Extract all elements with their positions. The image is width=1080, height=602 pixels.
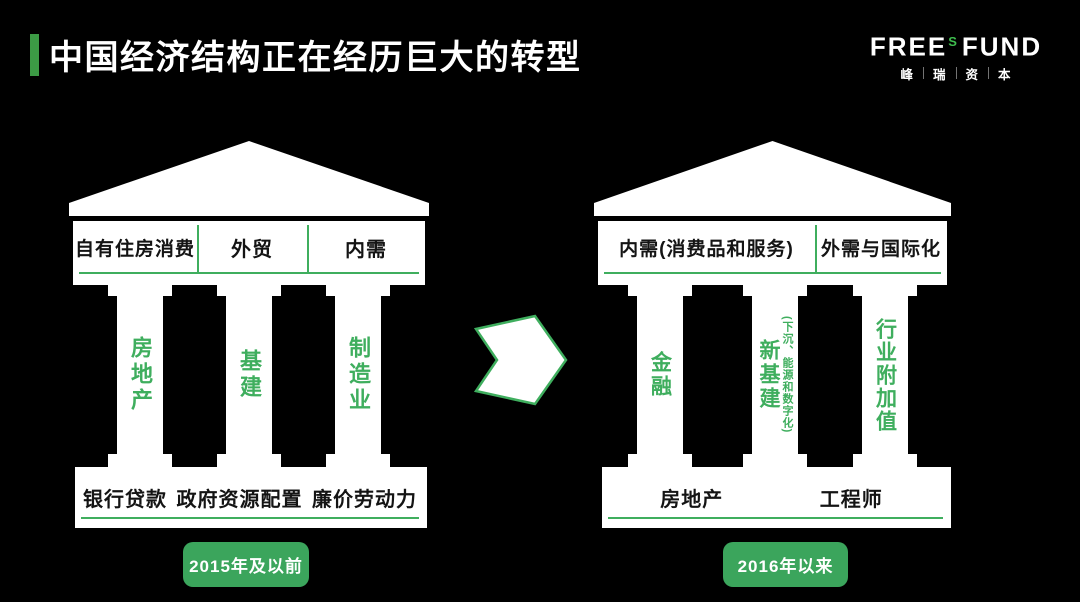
base-item: 廉价劳动力 bbox=[312, 489, 417, 511]
logo-cn-char: 本 bbox=[998, 67, 1012, 82]
entablature-cell: 外需与国际化 bbox=[820, 238, 941, 260]
pillar-shaft: 金融 bbox=[637, 296, 683, 454]
logo-divider bbox=[922, 67, 924, 80]
pillar-manufacturing: 制造业 bbox=[326, 285, 390, 467]
pillar-base bbox=[853, 454, 917, 467]
base-item: 房地产 bbox=[660, 489, 724, 511]
pillar-sublabel: (下沉、能源和数字化) bbox=[781, 316, 793, 434]
pillar-capital bbox=[217, 285, 281, 296]
entablature-cell: 自有住房消费 bbox=[74, 238, 195, 260]
entablature-underline bbox=[604, 271, 941, 274]
entablature-divider bbox=[815, 225, 817, 272]
right-temple-roof-icon bbox=[594, 141, 951, 203]
entablature-cell: 内需(消费品和服务) bbox=[619, 238, 794, 260]
period-badge-2016: 2016年以来 bbox=[723, 542, 848, 587]
pillar-shaft: 新基建 (下沉、能源和数字化) bbox=[752, 296, 798, 454]
header: 中国经济结构正在经历巨大的转型 bbox=[30, 30, 582, 79]
pillar-base bbox=[743, 454, 807, 467]
pillar-label: 基建 bbox=[237, 349, 262, 401]
pillar-label: 新基建 bbox=[757, 338, 780, 411]
page-title: 中国经济结构正在经历巨大的转型 bbox=[49, 39, 582, 77]
logo-brand-left: FREE bbox=[869, 31, 948, 62]
pillar-base bbox=[628, 454, 692, 467]
right-temple-base: 房地产 工程师 bbox=[602, 467, 951, 528]
logo-brand-right: FUND bbox=[961, 31, 1043, 62]
right-temple-cornice bbox=[594, 203, 951, 216]
base-item: 银行贷款 bbox=[83, 489, 167, 511]
pillar-industry-value-added: 行业附加值 bbox=[853, 285, 917, 467]
pillar-shaft: 行业附加值 bbox=[862, 296, 908, 454]
base-item: 工程师 bbox=[819, 489, 883, 511]
pillar-base bbox=[217, 454, 281, 467]
entablature-divider bbox=[197, 225, 199, 272]
pillar-capital bbox=[853, 285, 917, 296]
entablature-cell: 外贸 bbox=[231, 238, 273, 261]
base-item: 政府资源配置 bbox=[176, 489, 303, 511]
left-temple-roof-icon bbox=[69, 141, 429, 203]
logo-divider bbox=[955, 67, 957, 80]
base-underline bbox=[81, 516, 419, 519]
pillar-label: 行业附加值 bbox=[873, 317, 897, 433]
title-accent-bar bbox=[30, 33, 39, 76]
logo-cn-char: 瑞 bbox=[932, 67, 947, 82]
pillar-finance: 金融 bbox=[628, 285, 692, 467]
period-badge-2015: 2015年及以前 bbox=[183, 542, 309, 587]
pillar-shaft: 基建 bbox=[226, 296, 272, 454]
base-underline bbox=[608, 516, 943, 519]
logo-chinese-name: 峰 瑞 资 本 bbox=[866, 64, 1046, 83]
logo-brand-superscript: S bbox=[948, 34, 959, 49]
logo-cn-char: 资 bbox=[965, 67, 980, 82]
pillar-real-estate: 房地产 bbox=[108, 285, 172, 467]
pillar-capital bbox=[743, 285, 807, 296]
pillar-capital bbox=[326, 285, 390, 296]
pillar-base bbox=[326, 454, 390, 467]
left-temple-cornice bbox=[69, 203, 429, 216]
logo-divider bbox=[988, 67, 990, 80]
entablature-underline bbox=[79, 271, 419, 274]
left-temple-base: 银行贷款 政府资源配置 廉价劳动力 bbox=[75, 467, 427, 528]
right-temple-entablature: 内需(消费品和服务) 外需与国际化 bbox=[598, 221, 947, 285]
pillar-label: 制造业 bbox=[346, 336, 371, 414]
pillar-label: 金融 bbox=[648, 351, 672, 399]
pillar-infrastructure: 基建 bbox=[217, 285, 281, 467]
transition-arrow-icon bbox=[473, 314, 568, 406]
pillar-label: 房地产 bbox=[128, 336, 153, 414]
pillar-capital bbox=[628, 285, 692, 296]
pillar-base bbox=[108, 454, 172, 467]
left-temple-entablature: 自有住房消费 外贸 内需 bbox=[73, 221, 425, 285]
pillar-shaft: 制造业 bbox=[335, 296, 381, 454]
pillar-capital bbox=[108, 285, 172, 296]
entablature-divider bbox=[307, 225, 309, 272]
logo-cn-char: 峰 bbox=[900, 67, 914, 82]
pillar-new-infrastructure: 新基建 (下沉、能源和数字化) bbox=[743, 285, 807, 467]
entablature-cell: 内需 bbox=[345, 238, 387, 261]
pillar-shaft: 房地产 bbox=[117, 296, 163, 454]
